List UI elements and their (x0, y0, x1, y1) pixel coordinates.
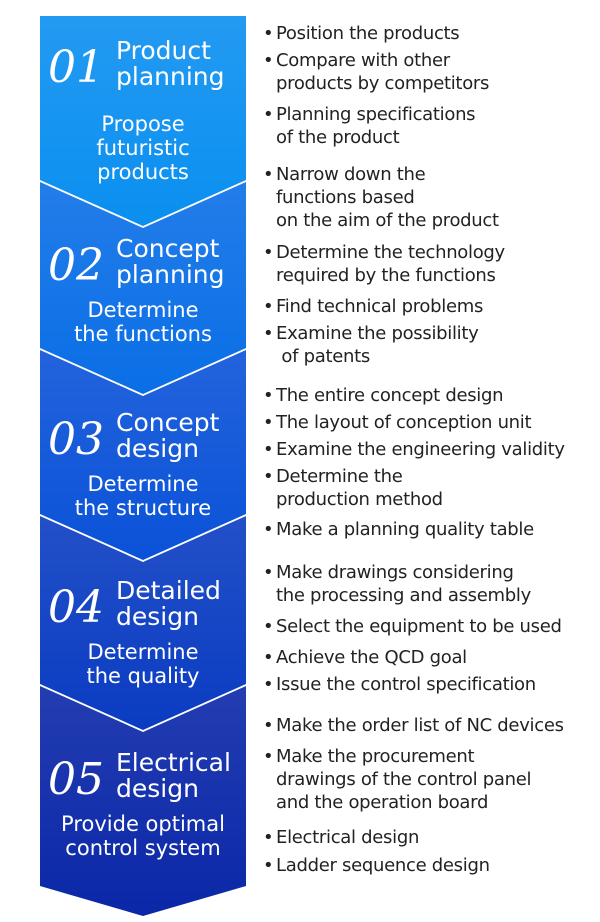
stage-name-line: Detailed (116, 576, 221, 605)
task-text: Achieve the QCD goal (276, 647, 467, 668)
stage-goal-line: Determine (87, 298, 199, 322)
stage-goal-line: control system (65, 836, 221, 860)
task-text: drawings of the control panel (276, 769, 532, 790)
task-item: The layout of conception unit (260, 411, 532, 434)
stage-name-line: design (116, 774, 199, 803)
task-text: Position the products (276, 23, 460, 44)
stage-chevron (40, 350, 246, 560)
task-text: of patents (276, 346, 370, 367)
stage-name-line: Product (116, 36, 211, 65)
task-text: Find technical problems (276, 296, 484, 317)
stage-name-line: Electrical (116, 748, 231, 777)
task-item: Achieve the QCD goal (260, 646, 467, 669)
stage-number: 04 (48, 582, 104, 633)
task-text: required by the functions (276, 265, 496, 286)
task-text: Electrical design (276, 827, 420, 848)
task-item: Make a planning quality table (260, 518, 534, 541)
stage-number: 02 (48, 240, 104, 291)
stage-name-line: planning (116, 260, 225, 289)
task-text: Issue the control specification (276, 674, 536, 695)
task-item: Examine the engineering validity (260, 438, 565, 461)
task-item: Find technical problems (260, 295, 483, 318)
task-text: Compare with other (276, 50, 450, 71)
task-item: Electrical design (260, 826, 419, 849)
task-text: of the product (276, 127, 400, 148)
stage-name-line: planning (116, 62, 225, 91)
task-item: Position the products (260, 22, 460, 45)
stage-goal-line: Provide optimal (61, 812, 225, 836)
task-text: Examine the engineering validity (276, 439, 565, 460)
stage-goal-line: futuristic (96, 136, 190, 160)
task-text: The layout of conception unit (276, 412, 532, 433)
stage-name-line: Concept (116, 234, 220, 263)
stage-number: 05 (48, 754, 104, 805)
task-item: Ladder sequence design (260, 854, 490, 877)
stage-number: 03 (48, 414, 104, 465)
task-item: Select the equipment to be used (260, 615, 562, 638)
task-text: Make the procurement (276, 746, 475, 767)
task-text: Select the equipment to be used (276, 616, 562, 637)
stage-goal-line: Propose (101, 112, 185, 136)
task-text: on the aim of the product (276, 210, 499, 231)
task-item: The entire concept design (260, 384, 504, 407)
stage-goal-line: products (97, 160, 189, 184)
stage-chevron (40, 16, 246, 226)
task-text: Planning specifications (276, 104, 476, 125)
task-text: production method (276, 489, 443, 510)
stage-goal-line: Determine (87, 640, 199, 664)
stage-goal-line: the functions (74, 322, 212, 346)
task-item: Issue the control specification (260, 673, 536, 696)
stage-chevron (40, 516, 246, 730)
stage-name-line: Concept (116, 408, 220, 437)
stage-number: 01 (48, 42, 104, 93)
stage-goal-line: the quality (86, 664, 200, 688)
task-text: Make the order list of NC devices (276, 715, 564, 736)
task-item: Make the order list of NC devices (260, 714, 564, 737)
stage-name-line: design (116, 602, 199, 631)
task-text: Narrow down the (276, 164, 426, 185)
task-text: The entire concept design (276, 385, 504, 406)
stage-goal-line: the structure (74, 496, 212, 520)
task-text: Examine the possibility (276, 323, 479, 344)
task-text: Ladder sequence design (276, 855, 490, 876)
task-text: Determine the technology (276, 242, 505, 263)
task-text: functions based (276, 187, 415, 208)
stage-chevron (40, 686, 246, 916)
task-text: Make drawings considering (276, 562, 514, 583)
task-text: the processing and assembly (276, 585, 531, 606)
task-text: Determine the (276, 466, 403, 487)
task-text: Make a planning quality table (276, 519, 534, 540)
task-text: and the operation board (276, 792, 489, 813)
stage-name-line: design (116, 434, 199, 463)
stage-chevron (40, 182, 246, 394)
task-item: Examine the possibility of patents (260, 322, 479, 368)
task-text: products by competitors (276, 73, 490, 94)
stage-goal-line: Determine (87, 472, 199, 496)
